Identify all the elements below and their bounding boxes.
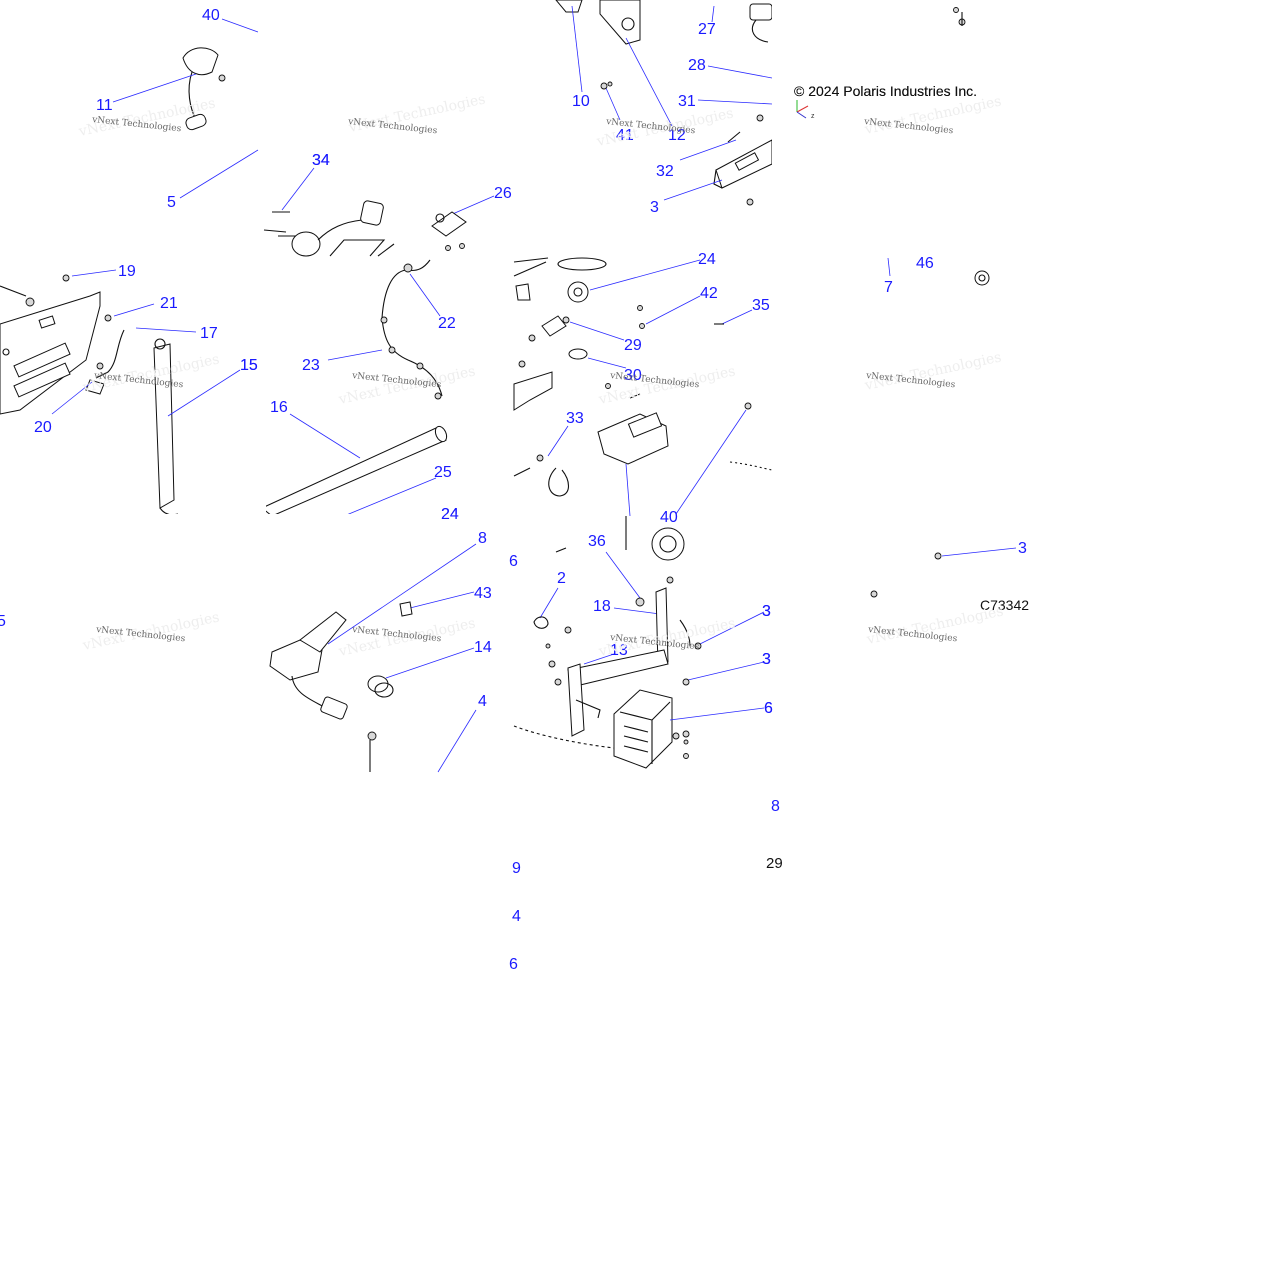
callout-12: 12 xyxy=(668,127,686,144)
connector-housing xyxy=(597,412,669,465)
tile-top-right: 10 41 12 27 28 31 32 3 vNext Technologie… xyxy=(555,0,773,216)
license-plate-bracket xyxy=(0,291,101,415)
callout-5: 5 xyxy=(167,194,176,211)
pedal-switch xyxy=(182,47,226,131)
fuse-holder xyxy=(749,3,773,43)
copyright-text: © 2024 Polaris Industries Inc. xyxy=(794,83,977,99)
callout-22: 22 xyxy=(438,315,456,332)
edge-label-6: 6 xyxy=(509,956,518,973)
callout-36: 36 xyxy=(588,533,606,550)
callout-8: 8 xyxy=(478,530,487,547)
tile-mid-right: 24 42 35 29 30 33 vNex xyxy=(513,251,773,517)
callout-3-edge-b-top: 3 xyxy=(762,651,771,668)
callout-24-edge: 24 xyxy=(441,506,459,523)
callout-20: 20 xyxy=(34,419,52,436)
callout-17: 17 xyxy=(200,325,218,342)
callout-43: 43 xyxy=(474,585,492,602)
callout-32: 32 xyxy=(656,163,674,180)
tube-bar xyxy=(261,425,448,517)
callout-6-top: 6 xyxy=(764,700,773,717)
callout-24-upper: 24 xyxy=(698,251,716,268)
callout-6: 6 xyxy=(764,700,773,717)
callout-33: 33 xyxy=(566,410,584,427)
switch-harness xyxy=(269,611,348,720)
drawing-code: C73342 xyxy=(980,597,1029,613)
edge-label-8: 8 xyxy=(771,798,780,815)
callout-28: 28 xyxy=(688,57,706,74)
axis-z-label: z xyxy=(811,113,815,120)
bracket-top xyxy=(555,0,641,45)
edge-label-29: 29 xyxy=(766,855,783,872)
callout-35: 35 xyxy=(752,297,770,314)
callout-13: 13 xyxy=(610,642,628,659)
horn xyxy=(651,527,685,561)
callout-34-top: 34 xyxy=(312,152,330,169)
callout-3-edge-a: 3 xyxy=(762,603,771,620)
tile-mid-middle: 22 23 16 25 24 vNext Technologies vNext … xyxy=(261,243,477,523)
callout-14: 14 xyxy=(474,639,492,656)
callout-29: 29 xyxy=(624,337,642,354)
edge-label-6-top: 6 xyxy=(509,553,518,570)
callout-16: 16 xyxy=(270,399,288,416)
callout-3: 3 xyxy=(650,199,659,216)
callout-34: 34 xyxy=(312,152,330,169)
callout-31: 31 xyxy=(678,93,696,110)
mounting-frame xyxy=(567,587,669,737)
tile-masks xyxy=(0,0,792,770)
copyright-block: z © 2024 Polaris Industries Inc. vNext T… xyxy=(794,7,1003,138)
callout-3-edge-b: 3 xyxy=(762,651,771,668)
callout-15: 15 xyxy=(240,357,258,374)
tile-mid-left: 19 21 17 15 20 vNext Technologies vNext … xyxy=(0,263,258,516)
callout-42: 42 xyxy=(700,285,718,302)
callout-25: 25 xyxy=(434,464,452,481)
callout-19: 19 xyxy=(118,263,136,280)
tile-top-left: 40 11 5 vNext Technologies vNext Technol… xyxy=(77,7,259,211)
copyright-text-top: © 2024 Polaris Industries Inc. xyxy=(794,83,977,99)
callout-11: 11 xyxy=(96,97,113,114)
socket xyxy=(367,675,394,698)
callout-26: 26 xyxy=(494,185,512,202)
callout-18: 18 xyxy=(593,598,611,615)
callout-4: 4 xyxy=(478,693,487,710)
regulator xyxy=(613,689,673,769)
tile-bottom-middle: 8 43 14 4 vNext Technologies vNext Techn… xyxy=(269,530,492,773)
callout-40: 40 xyxy=(202,7,220,24)
light-bar xyxy=(153,338,179,516)
tile-bottom-right: 6 40 36 2 18 13 3 3 xyxy=(509,509,773,769)
callout-41: 41 xyxy=(616,127,634,144)
horn-assembly xyxy=(291,200,386,257)
mount-bracket xyxy=(713,114,773,206)
edge-label-9: 9 xyxy=(512,860,521,877)
callout-23: 23 xyxy=(302,357,320,374)
callout-40-lower: 40 xyxy=(660,509,678,526)
callout-46: 46 xyxy=(916,255,934,272)
tile-right-column: 7 46 vNext Technologies vNext Technologi… xyxy=(863,255,1030,648)
edge-label-4: 4 xyxy=(512,908,521,925)
callout-27: 27 xyxy=(698,21,716,38)
edge-label-5: 5 xyxy=(0,613,6,630)
callout-3-right: 3 xyxy=(1018,540,1027,557)
callout-2: 2 xyxy=(557,570,566,587)
callout-15-edge: 15 xyxy=(240,357,258,374)
callout-30: 30 xyxy=(624,367,642,384)
callout-7: 7 xyxy=(884,279,893,296)
callout-3-edge-a-top: 3 xyxy=(762,603,771,620)
clipped-edge-labels: 8 29 9 4 6 xyxy=(509,798,783,973)
callout-21: 21 xyxy=(160,295,178,312)
tile-bottom-left: 5 vNext Technologies vNext Technologies xyxy=(0,609,221,654)
callout-10: 10 xyxy=(572,93,590,110)
